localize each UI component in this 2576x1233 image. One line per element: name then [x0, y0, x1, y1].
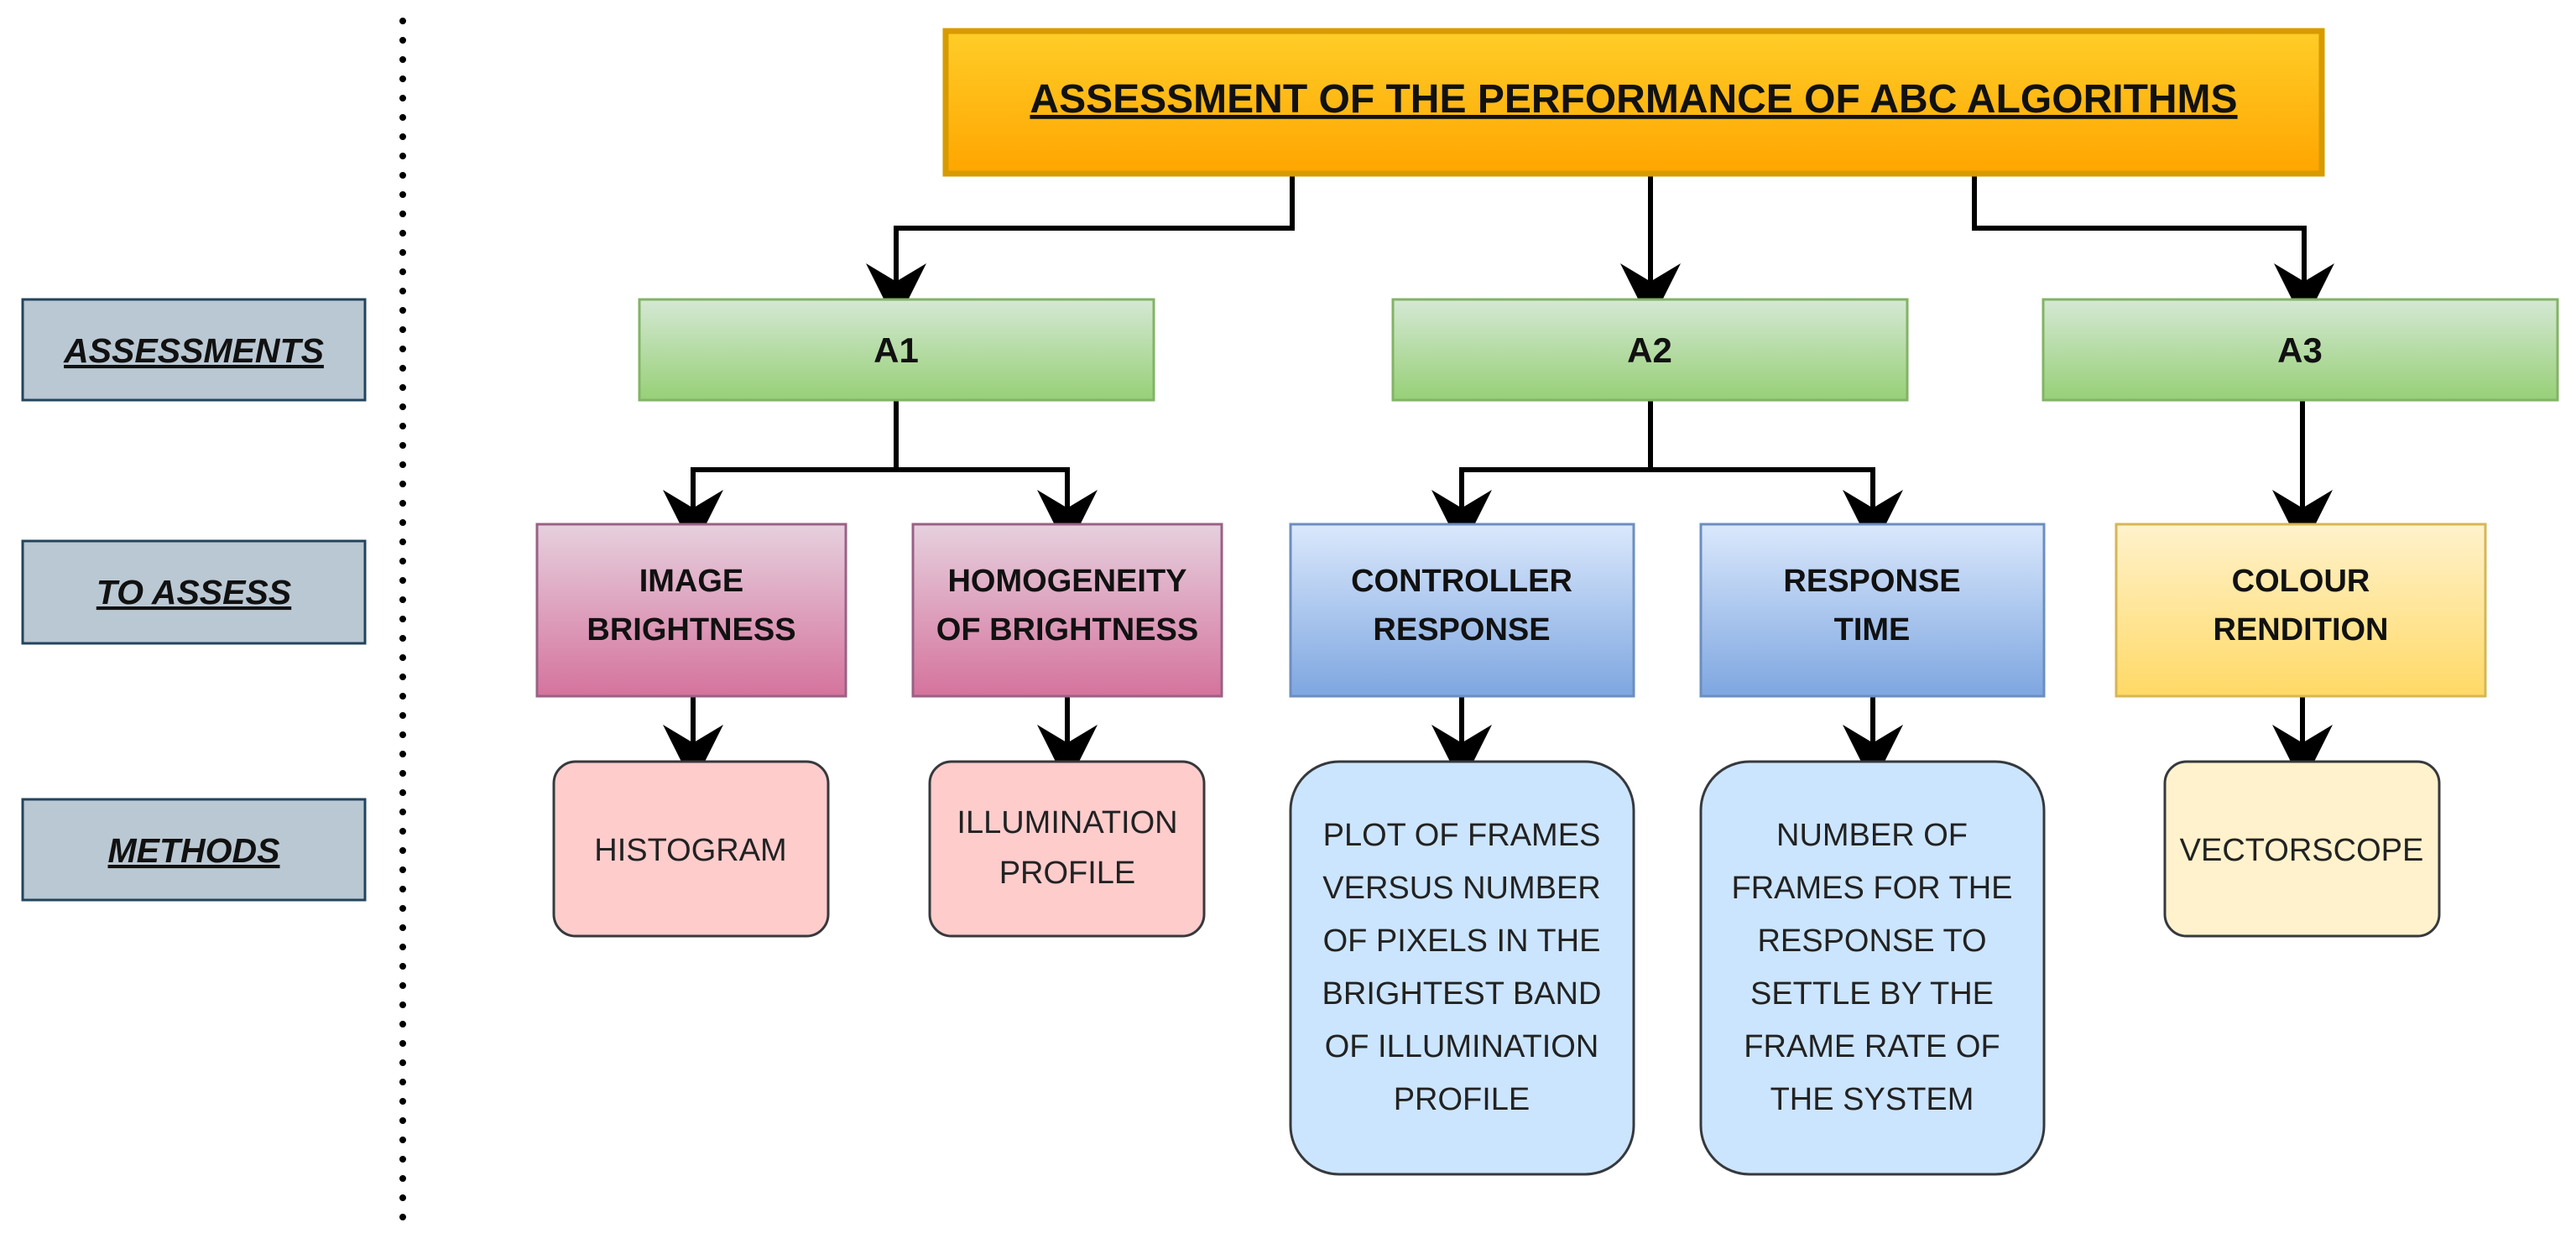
assessment-a3: A3 — [2042, 298, 2559, 402]
method-line: FRAME RATE OF — [1744, 1029, 2000, 1064]
method-line: BRIGHTEST BAND — [1322, 976, 1602, 1012]
to-assess-image-brightness: IMAGE BRIGHTNESS — [535, 523, 847, 698]
edge-a1-to-assess-2 — [896, 467, 1098, 550]
method-line: SETTLE BY THE — [1750, 976, 1994, 1012]
method-histogram: HISTOGRAM — [552, 760, 830, 938]
edge-a1-to-assess — [663, 401, 899, 550]
to-assess-line: BRIGHTNESS — [587, 612, 795, 648]
method-line: PLOT OF FRAMES — [1323, 818, 1601, 853]
method-line: ILLUMINATION — [957, 805, 1177, 840]
assessment-a2: A2 — [1391, 298, 1909, 402]
edge-title-a1 — [866, 176, 1295, 324]
method-line: PROFILE — [999, 856, 1136, 891]
edge-title-a3 — [1972, 176, 2334, 324]
method-line: THE SYSTEM — [1770, 1082, 1974, 1117]
method-line: HISTOGRAM — [594, 833, 786, 868]
connectors — [663, 176, 2334, 785]
to-assess-line: COLOUR — [2232, 564, 2370, 599]
method-line: VERSUS NUMBER — [1322, 871, 1601, 906]
assessment-a3-label: A3 — [2277, 330, 2323, 370]
to-assess-controller-response: CONTROLLER RESPONSE — [1289, 523, 1635, 698]
to-assess-line: OF BRIGHTNESS — [936, 612, 1198, 648]
to-assess-line: RESPONSE — [1373, 612, 1550, 648]
to-assess-colour-rendition: COLOUR RENDITION — [2115, 523, 2487, 698]
to-assess-line: CONTROLLER — [1351, 564, 1572, 599]
to-assess-line: RESPONSE — [1783, 564, 1960, 599]
to-assess-line: RENDITION — [2214, 612, 2389, 648]
row-label-methods-text: METHODS — [108, 831, 280, 870]
method-illumination-profile: ILLUMINATION PROFILE — [928, 760, 1206, 938]
row-label-to-assess-text: TO ASSESS — [96, 573, 291, 611]
edge-a2-to-assess — [1431, 401, 1653, 550]
edge-a2-to-assess-2 — [1650, 467, 1903, 550]
to-assess-homogeneity-of-brightness: HOMOGENEITY OF BRIGHTNESS — [911, 523, 1223, 698]
diagram-title: ASSESSMENT OF THE PERFORMANCE OF ABC ALG… — [1030, 77, 2237, 122]
method-line: OF ILLUMINATION — [1325, 1029, 1599, 1064]
row-label-to-assess: TO ASSESS — [21, 539, 367, 645]
row-label-assessments: ASSESSMENTS — [21, 298, 367, 402]
to-assess-line: IMAGE — [639, 564, 744, 599]
to-assess-line: TIME — [1834, 612, 1911, 648]
method-line: NUMBER OF — [1776, 818, 1968, 853]
method-line: VECTORSCOPE — [2180, 833, 2424, 868]
method-line: OF PIXELS IN THE — [1323, 923, 1601, 959]
method-line: PROFILE — [1394, 1082, 1530, 1117]
method-vectorscope: VECTORSCOPE — [2163, 760, 2441, 938]
method-line: RESPONSE TO — [1757, 923, 1986, 959]
method-number-of-frames: NUMBER OF FRAMES FOR THE RESPONSE TO SET… — [1699, 760, 2046, 1176]
to-assess-line: HOMOGENEITY — [947, 564, 1186, 599]
method-line: FRAMES FOR THE — [1732, 871, 2013, 906]
row-label-assessments-text: ASSESSMENTS — [63, 331, 324, 370]
method-plot-of-frames: PLOT OF FRAMES VERSUS NUMBER OF PIXELS I… — [1289, 760, 1635, 1176]
assessment-a1-label: A1 — [873, 330, 919, 370]
title-box: ASSESSMENT OF THE PERFORMANCE OF ABC ALG… — [942, 28, 2325, 177]
to-assess-response-time: RESPONSE TIME — [1699, 523, 2046, 698]
row-label-methods: METHODS — [21, 798, 367, 902]
assessment-a1: A1 — [638, 298, 1155, 402]
assessment-a2-label: A2 — [1627, 330, 1672, 370]
